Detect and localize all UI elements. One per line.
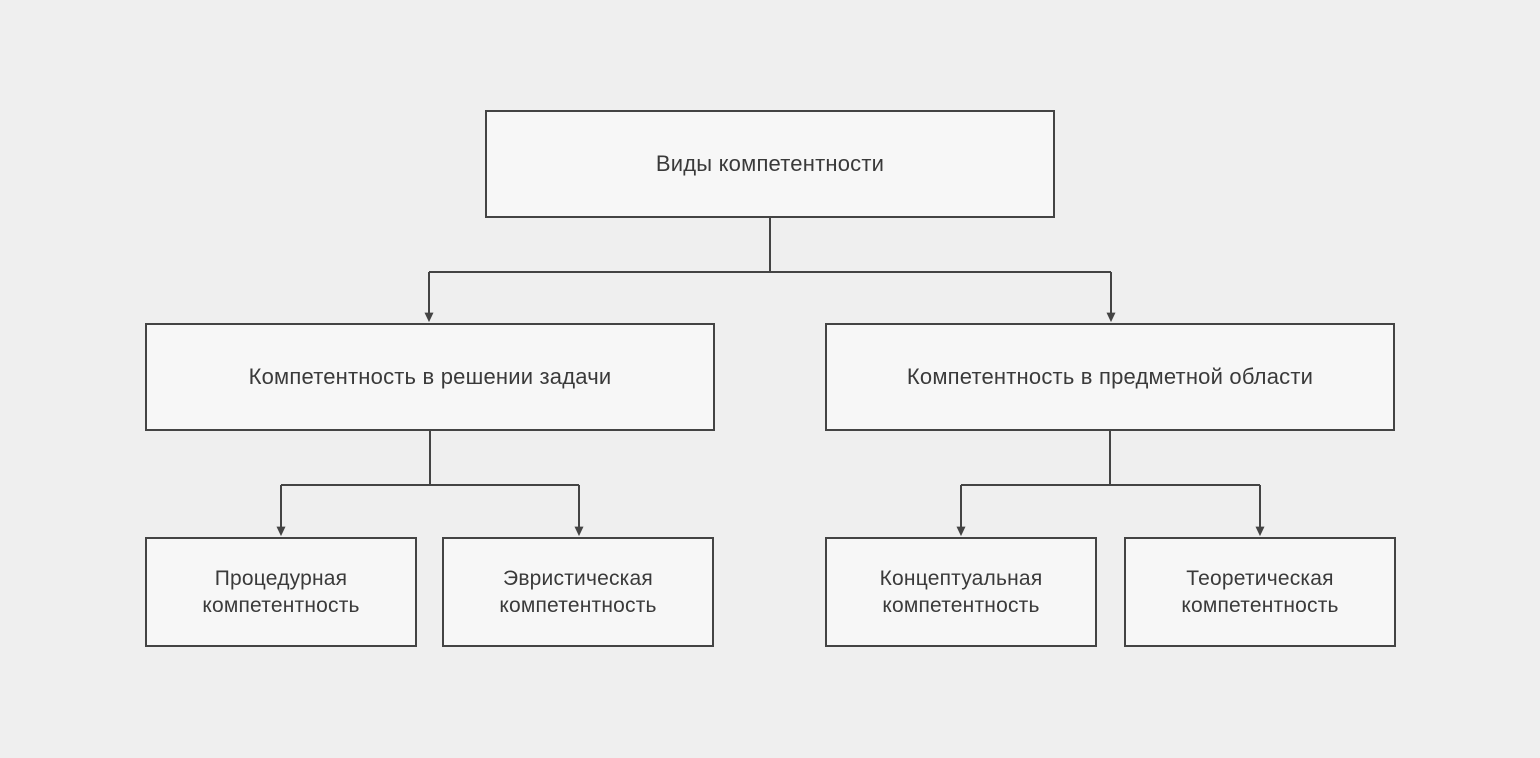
node-theoretical[interactable]: Теоретическая компетентность (1124, 537, 1396, 647)
node-conceptual[interactable]: Концептуальная компетентность (825, 537, 1097, 647)
node-heuristic-label: Эвристическая компетентность (499, 566, 657, 617)
node-procedural[interactable]: Процедурная компетентность (145, 537, 417, 647)
node-theoretical-label: Теоретическая компетентность (1181, 566, 1339, 617)
node-heuristic[interactable]: Эвристическая компетентность (442, 537, 714, 647)
node-problem-solving-label: Компетентность в решении задачи (248, 363, 612, 389)
node-subject-area[interactable]: Компетентность в предметной области (825, 323, 1395, 431)
node-root[interactable]: Виды компетентности (485, 110, 1055, 218)
node-conceptual-label: Концептуальная компетентность (879, 566, 1043, 617)
edge-problem-solving-to-leaves (276, 431, 584, 537)
node-root-label: Виды компетентности (655, 150, 885, 176)
node-procedural-label: Процедурная компетентность (202, 566, 360, 617)
node-subject-area-label: Компетентность в предметной области (906, 363, 1314, 389)
edge-subject-area-to-leaves (956, 431, 1265, 537)
edge-root-to-level2 (424, 218, 1116, 323)
node-problem-solving[interactable]: Компетентность в решении задачи (145, 323, 715, 431)
